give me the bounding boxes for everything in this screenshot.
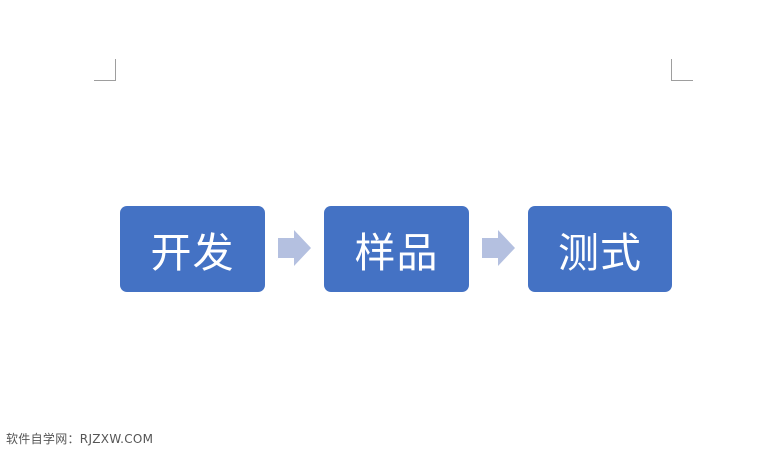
flow-step-test[interactable]: 测式 <box>528 206 672 292</box>
flow-step-develop[interactable]: 开发 <box>120 206 265 292</box>
page-margin-corner-top-left <box>94 59 116 81</box>
flow-step-label: 开发 <box>150 229 235 277</box>
right-arrow-icon <box>278 230 311 266</box>
flow-step-sample[interactable]: 样品 <box>324 206 469 292</box>
flow-step-label: 样品 <box>354 229 439 277</box>
right-arrow-icon <box>482 230 515 266</box>
watermark-text: 软件自学网：RJZXW.COM <box>6 432 154 446</box>
flow-step-label: 测式 <box>558 229 642 277</box>
page-margin-corner-top-right <box>671 59 693 81</box>
